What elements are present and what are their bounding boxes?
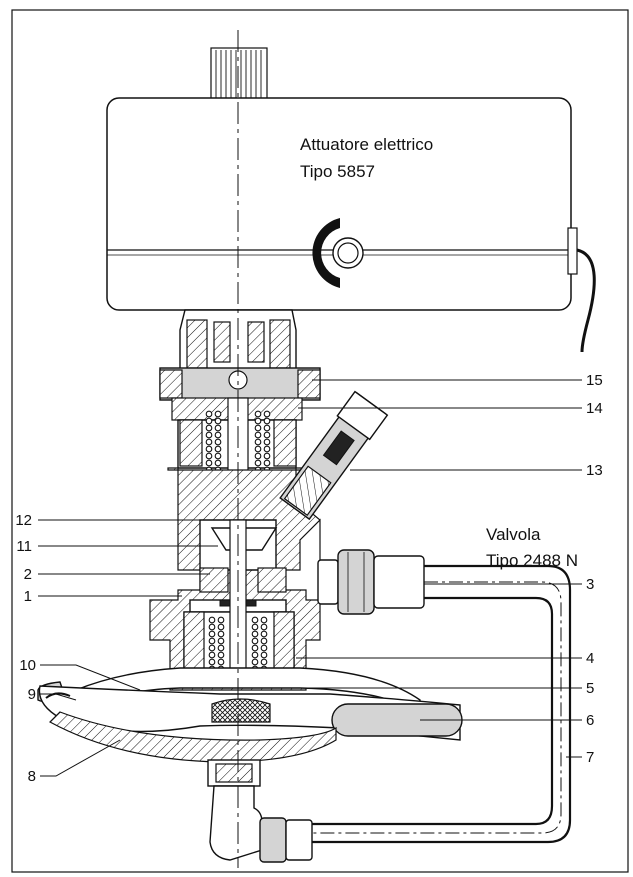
spring-coil	[254, 431, 262, 439]
valve-label-line1: Valvola	[486, 525, 541, 544]
spring-coil	[260, 630, 268, 638]
spring-coil	[263, 452, 271, 460]
part-number-8: 8	[28, 768, 36, 785]
spring-coil	[208, 651, 216, 659]
part-number-10: 10	[19, 657, 36, 674]
spring-coil	[251, 623, 259, 631]
spring-coil	[254, 410, 262, 418]
leader-lines	[38, 379, 582, 777]
spring-coil	[205, 459, 213, 467]
actuator-label-line2: Tipo 5857	[300, 162, 375, 181]
pressure-connection	[279, 390, 389, 521]
spring-coil	[260, 658, 268, 666]
spring-coil	[251, 658, 259, 666]
spring-coil	[214, 410, 222, 418]
spring-coil	[214, 417, 222, 425]
spring-coil	[208, 623, 216, 631]
spring-coil	[254, 424, 262, 432]
spring-coil	[205, 438, 213, 446]
part-number-7: 7	[586, 749, 594, 766]
spring-coil	[205, 424, 213, 432]
spring-coil	[217, 637, 225, 645]
part-number-15: 15	[586, 372, 603, 389]
spring-coil	[263, 438, 271, 446]
spring-coil	[205, 445, 213, 453]
spring-coil	[260, 637, 268, 645]
spring-coil	[263, 417, 271, 425]
spring-coil	[208, 630, 216, 638]
spring-coil	[217, 616, 225, 624]
spring-coil	[214, 445, 222, 453]
spring-coil	[205, 417, 213, 425]
spring-coil	[208, 616, 216, 624]
spring-coil	[217, 658, 225, 666]
spring-coil	[260, 644, 268, 652]
part-number-2: 2	[24, 566, 32, 583]
part-number-14: 14	[586, 400, 603, 417]
spring-coil	[260, 623, 268, 631]
spring-coil	[217, 651, 225, 659]
spring-coil	[217, 630, 225, 638]
spring-coil	[254, 452, 262, 460]
part-number-4: 4	[586, 650, 594, 667]
diaphragm-housing	[37, 667, 463, 763]
spring-coil	[214, 438, 222, 446]
spring-coil	[214, 452, 222, 460]
spring-coil	[214, 459, 222, 467]
control-line	[262, 564, 572, 844]
spring-coil	[251, 630, 259, 638]
part-number-13: 13	[586, 462, 603, 479]
part-number-11: 11	[16, 538, 32, 555]
spring-coil	[205, 431, 213, 439]
spring-coil	[251, 644, 259, 652]
spring-coil	[217, 623, 225, 631]
spring-coil	[251, 637, 259, 645]
spring-coil	[254, 459, 262, 467]
valve-label-line2: Tipo 2488 N	[486, 551, 578, 570]
actuator-coupling	[159, 309, 321, 401]
spring-coil	[263, 445, 271, 453]
spring-coil	[263, 459, 271, 467]
spring-coil	[208, 644, 216, 652]
part-number-9: 9	[28, 686, 36, 703]
spring-coil	[254, 445, 262, 453]
spring-coil	[254, 438, 262, 446]
actuator-label-line1: Attuatore elettrico	[300, 135, 433, 154]
spring-coil	[263, 431, 271, 439]
spring-coil	[260, 616, 268, 624]
spring-coil	[263, 424, 271, 432]
spring-coil	[254, 417, 262, 425]
diagram-frame	[11, 9, 629, 873]
part-number-1: 1	[24, 588, 32, 605]
spring-coil	[260, 651, 268, 659]
actuator-knob	[210, 47, 268, 101]
spring-coil	[205, 452, 213, 460]
connection-fitting	[317, 549, 425, 615]
spring-coil	[205, 410, 213, 418]
part-number-5: 5	[586, 680, 594, 697]
part-number-3: 3	[586, 576, 594, 593]
part-number-12: 12	[15, 512, 32, 529]
spring-coil	[208, 658, 216, 666]
part-number-6: 6	[586, 712, 594, 729]
spring-coil	[251, 616, 259, 624]
spring-coil	[214, 424, 222, 432]
spring-coil	[208, 637, 216, 645]
spring-coil	[217, 644, 225, 652]
spring-coil	[251, 651, 259, 659]
electric-actuator-housing	[106, 97, 596, 353]
bottom-elbow-fitting	[207, 759, 313, 863]
spring-coil	[263, 410, 271, 418]
spring-coil	[214, 431, 222, 439]
